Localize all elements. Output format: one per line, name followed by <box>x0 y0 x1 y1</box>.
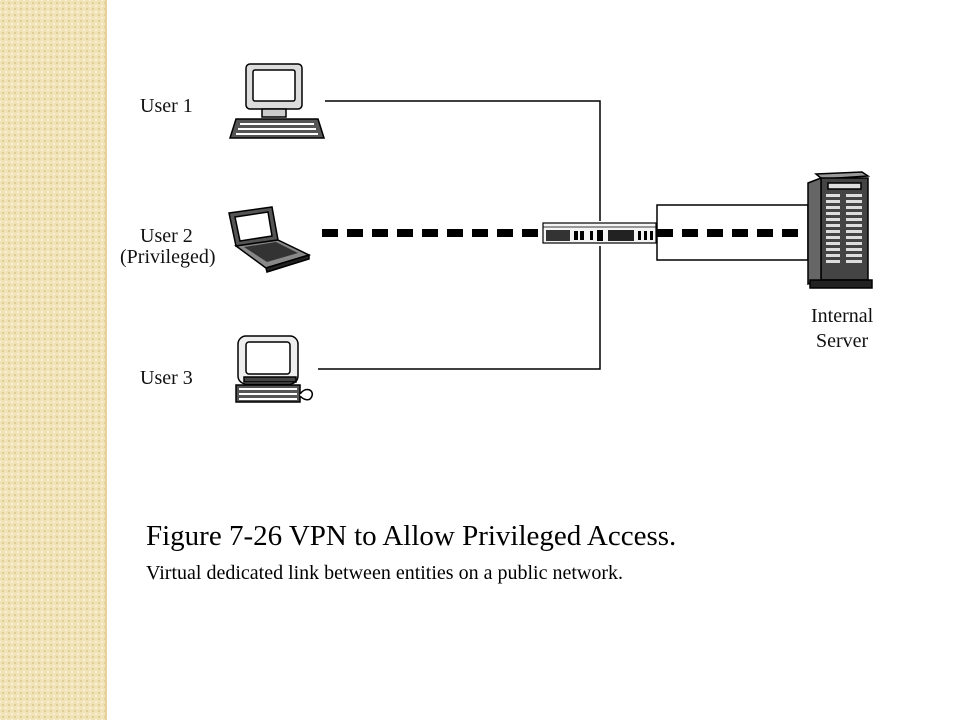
terminal-computer-icon <box>235 335 314 403</box>
figure-caption-subtitle: Virtual dedicated link between entities … <box>146 562 623 584</box>
user1-link <box>325 100 601 221</box>
user3-label: User 3 <box>140 367 193 389</box>
decorative-side-band <box>0 0 107 720</box>
desktop-computer-icon <box>228 63 326 139</box>
figure-caption-title: Figure 7-26 VPN to Allow Privileged Acce… <box>146 520 677 552</box>
laptop-icon <box>228 206 312 273</box>
user2-privileged-label: (Privileged) <box>120 246 216 268</box>
user1-label: User 1 <box>140 95 193 117</box>
user3-link <box>318 246 601 370</box>
vpn-router-icon <box>542 222 657 244</box>
user2-label: User 2 <box>140 225 193 247</box>
server-label-line1: Internal <box>811 305 874 327</box>
server-label-line2: Server <box>816 330 869 352</box>
server-tower-icon <box>807 171 873 289</box>
